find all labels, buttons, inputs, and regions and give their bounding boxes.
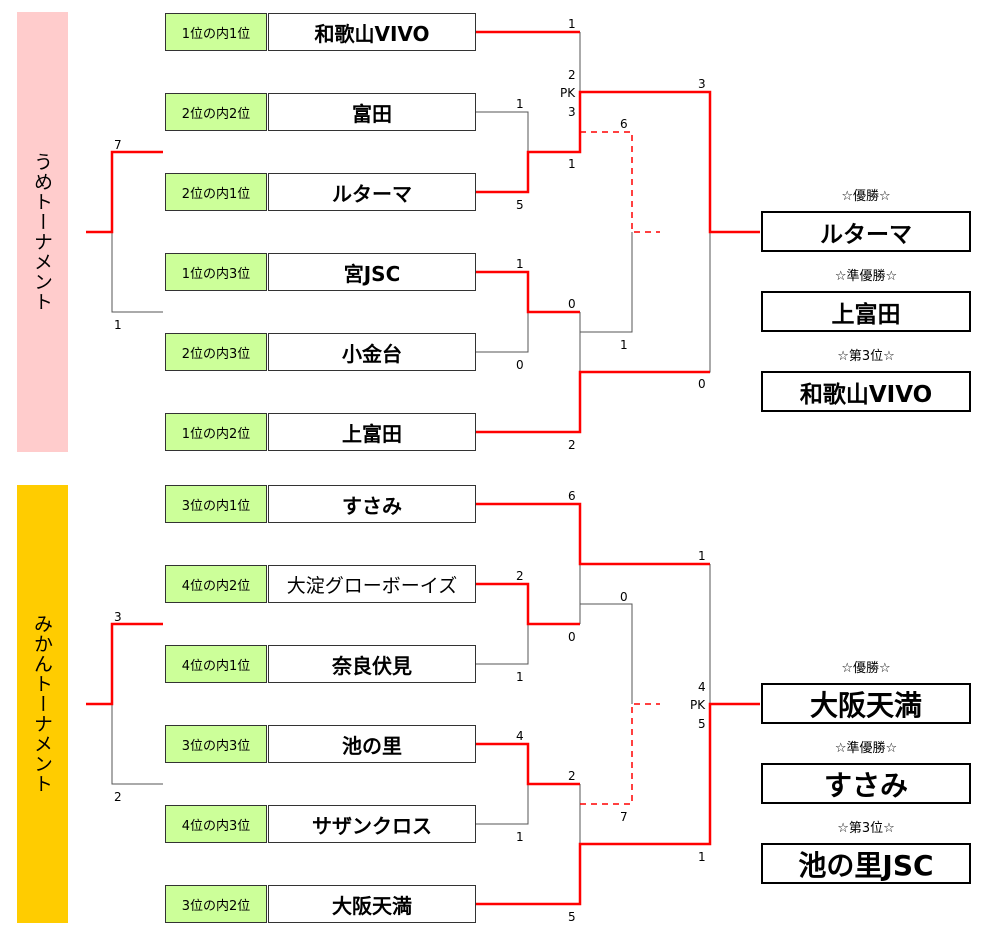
score: 1 (698, 549, 706, 563)
ume-seed-1: 1位の内1位 (165, 13, 267, 51)
mikan-third: 池の里JSC (761, 843, 971, 884)
score: 0 (516, 358, 524, 372)
score: 5 (516, 198, 524, 212)
ume-champion: ルターマ (761, 211, 971, 252)
mikan-team-4: 池の里 (268, 725, 476, 763)
mikan-third-label: ☆第3位☆ (837, 821, 895, 836)
score: PK (560, 86, 576, 100)
ume-tournament-title: うめトーナメント (31, 152, 53, 312)
mikan-seed-4: 3位の内3位 (165, 725, 267, 763)
mikan-seed-3: 4位の内1位 (165, 645, 267, 683)
ume-third: 和歌山VIVO (761, 371, 971, 412)
mikan-team-2: 大淀グローボーイズ (268, 565, 476, 603)
score: 1 (516, 257, 524, 271)
score: 1 (568, 157, 576, 171)
mikan-team-1: すさみ (268, 485, 476, 523)
mikan-seed-6: 3位の内2位 (165, 885, 267, 923)
score: 4 (698, 680, 706, 694)
ume-seed-6: 1位の内2位 (165, 413, 267, 451)
mikan-champion-label: ☆優勝☆ (841, 661, 891, 676)
score: 0 (698, 377, 706, 391)
score: 7 (620, 810, 628, 824)
ume-seed-3: 2位の内1位 (165, 173, 267, 211)
mikan-team-3: 奈良伏見 (268, 645, 476, 683)
score: 0 (620, 590, 628, 604)
score: 5 (698, 717, 706, 731)
score: 2 (568, 769, 576, 783)
score: 6 (620, 117, 628, 131)
mikan-seed-2: 4位の内2位 (165, 565, 267, 603)
score: 5 (568, 910, 576, 924)
mikan-runner-up: すさみ (761, 763, 971, 804)
score: 1 (516, 670, 524, 684)
score: 3 (698, 77, 706, 91)
score: 4 (516, 729, 524, 743)
ume-seed-5: 2位の内3位 (165, 333, 267, 371)
ume-team-2: 富田 (268, 93, 476, 131)
ume-team-5: 小金台 (268, 333, 476, 371)
score: 2 (568, 68, 576, 82)
ume-champion-label: ☆優勝☆ (841, 189, 891, 204)
mikan-band: みかんトーナメント (17, 485, 68, 923)
score: 1 (568, 17, 576, 31)
mikan-team-5: サザンクロス (268, 805, 476, 843)
score: 1 (516, 97, 524, 111)
ume-third-label: ☆第3位☆ (837, 349, 895, 364)
ume-seed-2: 2位の内2位 (165, 93, 267, 131)
ume-runner-up-label: ☆準優勝☆ (834, 269, 898, 284)
mikan-seed-5: 4位の内3位 (165, 805, 267, 843)
mikan-runner-up-label: ☆準優勝☆ (834, 741, 898, 756)
score: 1 (516, 830, 524, 844)
score: 2 (568, 438, 576, 452)
score: 2 (114, 790, 122, 804)
mikan-champion: 大阪天満 (761, 683, 971, 724)
ume-band: うめトーナメント (17, 12, 68, 452)
score: 1 (114, 318, 122, 332)
score: 6 (568, 489, 576, 503)
score: 3 (568, 105, 576, 119)
score: 7 (114, 138, 122, 152)
score: 1 (620, 338, 628, 352)
score: 0 (568, 630, 576, 644)
ume-seed-4: 1位の内3位 (165, 253, 267, 291)
score: 1 (698, 850, 706, 864)
ume-runner-up: 上富田 (761, 291, 971, 332)
mikan-seed-1: 3位の内1位 (165, 485, 267, 523)
ume-team-6: 上富田 (268, 413, 476, 451)
score: 3 (114, 610, 122, 624)
score: PK (690, 698, 706, 712)
score: 0 (568, 297, 576, 311)
score: 2 (516, 569, 524, 583)
mikan-tournament-title: みかんトーナメント (31, 614, 53, 794)
ume-team-4: 宮JSC (268, 253, 476, 291)
mikan-team-6: 大阪天満 (268, 885, 476, 923)
ume-team-3: ルターマ (268, 173, 476, 211)
ume-team-1: 和歌山VIVO (268, 13, 476, 51)
